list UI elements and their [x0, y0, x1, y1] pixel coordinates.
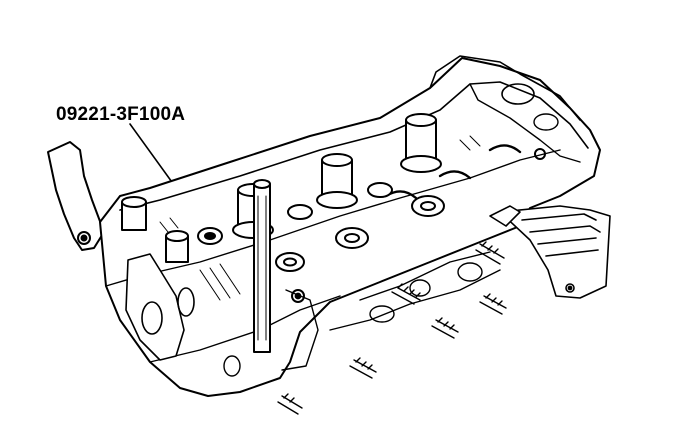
right-bracket	[489, 205, 611, 299]
studs	[277, 241, 507, 415]
valve-guide-tool-drawing	[253, 179, 271, 353]
tool-number-label: 09221-3F100A	[56, 104, 186, 125]
side-bosses	[329, 251, 501, 331]
left-bracket	[47, 141, 105, 251]
front-end-plate	[125, 253, 319, 377]
rib-hatching	[159, 135, 481, 301]
